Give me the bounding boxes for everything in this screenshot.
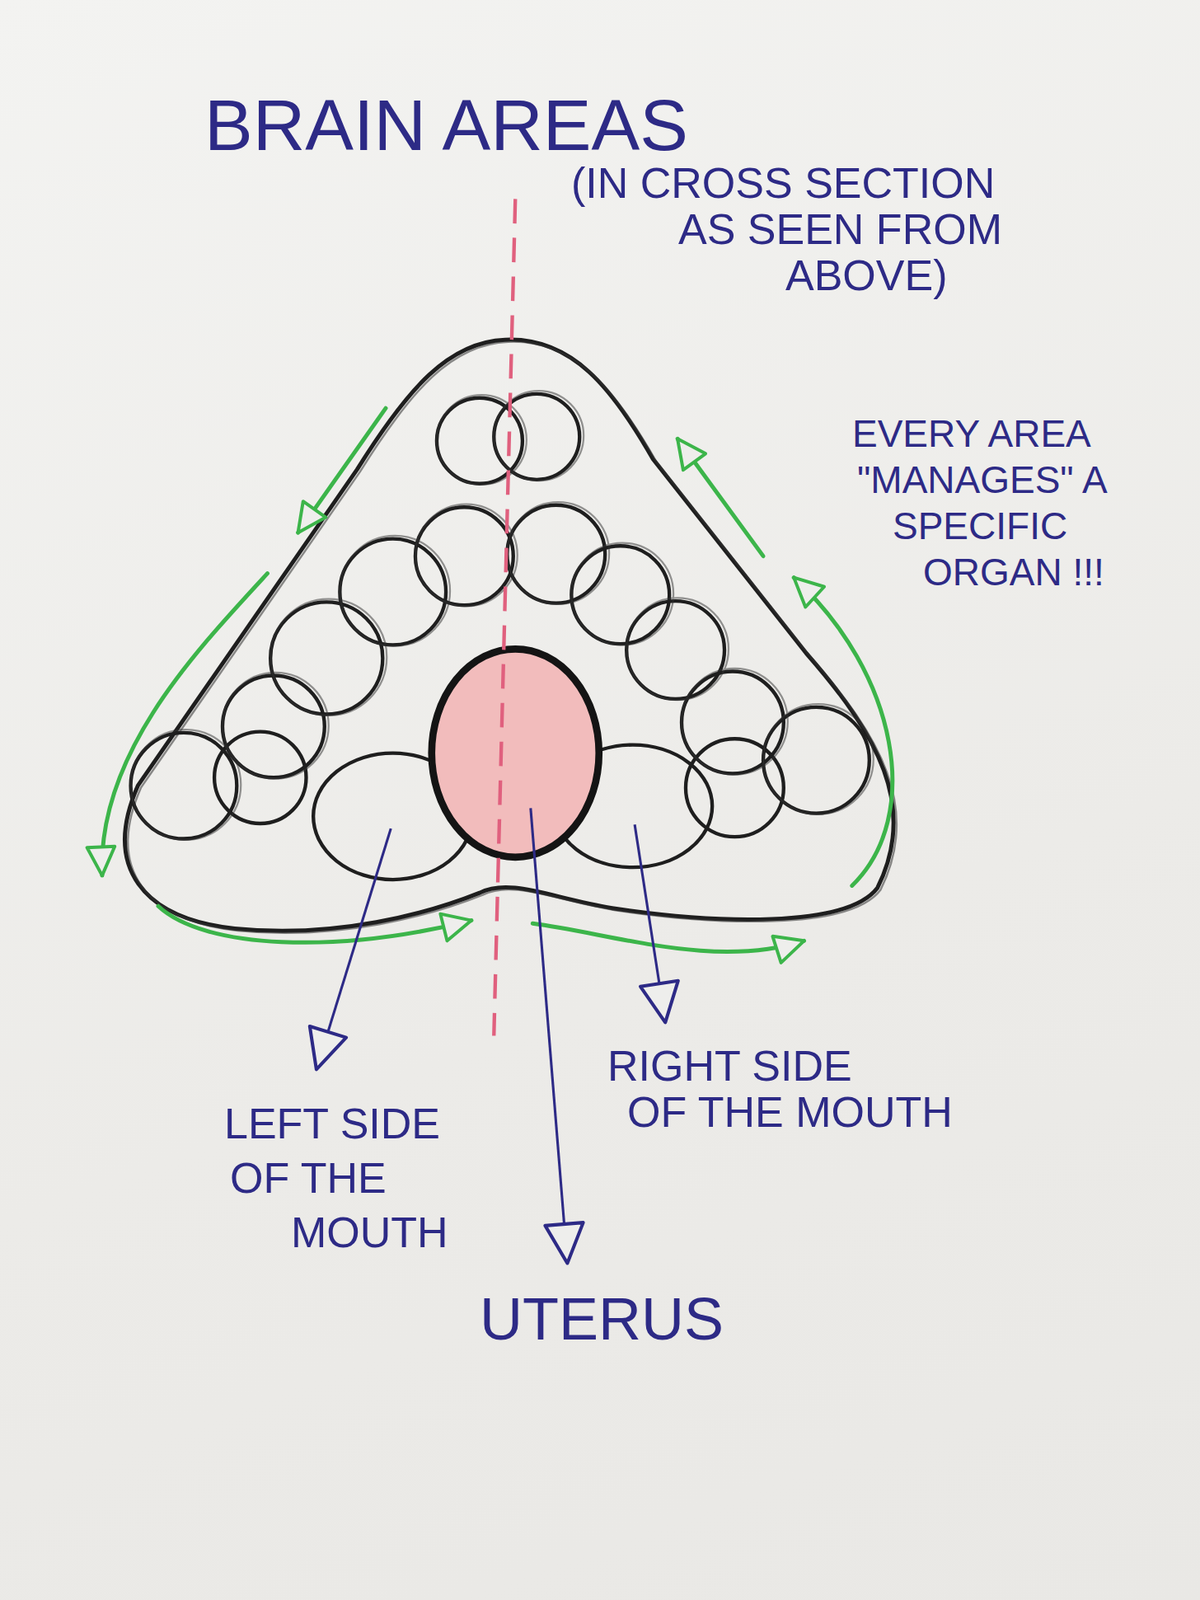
region-label-text: RIGHT SIDE OF THE MOUTH bbox=[607, 1042, 953, 1135]
text-line: SPECIFIC bbox=[852, 502, 1108, 549]
brain-area-shade bbox=[222, 672, 329, 779]
flow-arrow bbox=[793, 577, 893, 886]
diagram-title-text: BRAIN AREAS bbox=[204, 84, 689, 167]
text-line: MOUTH bbox=[224, 1204, 449, 1260]
brain-areas bbox=[131, 393, 870, 880]
view-note: (IN CROSS SECTION AS SEEN FROM ABOVE) bbox=[571, 159, 1003, 299]
text-line: AS SEEN FROM bbox=[571, 206, 1003, 253]
text-line: UTERUS bbox=[479, 1284, 724, 1354]
brain-area-shade bbox=[763, 703, 874, 815]
text-line: ORGAN !!! bbox=[852, 548, 1108, 596]
brain-area-shade bbox=[339, 535, 450, 647]
annotation-note: EVERY AREA "MANAGES" A SPECIFIC ORGAN !!… bbox=[852, 410, 1108, 596]
brain-area-shade bbox=[626, 597, 729, 700]
brain-outline-shade bbox=[127, 342, 897, 933]
region-label-text: LEFT SIDE OF THE MOUTH bbox=[224, 1096, 449, 1260]
brain-area-shade bbox=[436, 394, 527, 485]
leader-line bbox=[316, 828, 391, 1069]
brain-area-shade bbox=[415, 504, 518, 607]
text-line: OF THE bbox=[224, 1150, 449, 1205]
brain-area-shade bbox=[506, 501, 610, 605]
flow-arrow bbox=[677, 438, 764, 556]
brain-area-shade bbox=[131, 729, 242, 840]
text-line: EVERY AREA bbox=[852, 410, 1108, 457]
midline bbox=[493, 198, 516, 1036]
brain-area-shade bbox=[571, 543, 674, 646]
text-line: ABOVE) bbox=[571, 252, 1003, 299]
text-line: RIGHT SIDE bbox=[607, 1042, 953, 1089]
view-note-text: (IN CROSS SECTION AS SEEN FROM ABOVE) bbox=[571, 159, 1003, 299]
diagram-title: BRAIN AREAS bbox=[204, 84, 689, 167]
brain-area bbox=[214, 731, 306, 824]
flow-arrow bbox=[532, 923, 804, 952]
text-line: BRAIN AREAS bbox=[204, 84, 689, 167]
text-line: OF THE MOUTH bbox=[607, 1088, 953, 1135]
brain-area-shade bbox=[681, 668, 788, 775]
text-line: "MANAGES" A bbox=[852, 456, 1108, 503]
uterus-area bbox=[431, 648, 600, 858]
leader-line bbox=[634, 824, 666, 1022]
region-label: UTERUS bbox=[479, 1284, 724, 1354]
flow-arrow bbox=[102, 573, 268, 876]
region-label-text: UTERUS bbox=[479, 1284, 724, 1354]
brain-outline bbox=[125, 339, 895, 931]
leader-line bbox=[530, 807, 568, 1263]
region-label: RIGHT SIDE OF THE MOUTH bbox=[607, 1042, 953, 1135]
flow-arrows bbox=[102, 407, 893, 952]
annotation-note-text: EVERY AREA "MANAGES" A SPECIFIC ORGAN !!… bbox=[852, 410, 1108, 596]
brain-area-shade bbox=[493, 390, 584, 481]
region-label: LEFT SIDE OF THE MOUTH bbox=[224, 1096, 449, 1260]
text-line: (IN CROSS SECTION bbox=[571, 159, 1003, 207]
brain-area-shade bbox=[270, 599, 387, 716]
flow-arrow bbox=[298, 407, 386, 533]
brain-area bbox=[685, 738, 784, 837]
text-line: LEFT SIDE bbox=[224, 1096, 449, 1151]
flow-arrow bbox=[158, 905, 472, 943]
